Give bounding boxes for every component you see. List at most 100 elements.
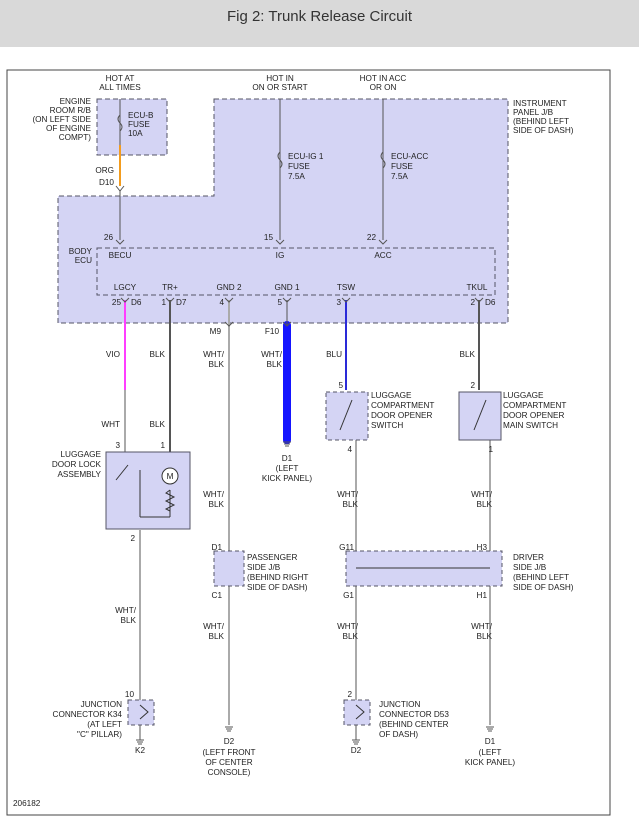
ground-d1-label: KICK PANEL) xyxy=(262,474,313,483)
motor-icon xyxy=(161,467,179,485)
pin-name: TKUL xyxy=(467,283,488,292)
pin-number: 22 xyxy=(367,233,377,242)
pin-number: H1 xyxy=(477,591,488,600)
fuse-ecu-ig-label: FUSE xyxy=(288,162,310,171)
pin-number: 3 xyxy=(336,298,341,307)
ground-d1-right-label: (LEFT xyxy=(479,748,502,757)
fuse-ecu-ig-label: ECU-IG 1 xyxy=(288,152,324,161)
junction-d53-marker xyxy=(355,704,365,720)
main-switch-label: MAIN SWITCH xyxy=(503,421,558,430)
door-opener-label: DOOR OPENER xyxy=(371,411,433,420)
hot-acc-label: OR ON xyxy=(370,83,397,92)
opener-switch-contact xyxy=(339,399,353,431)
junction-d53-label: (BEHIND CENTER xyxy=(379,720,449,729)
driver-jb-label: (BEHIND LEFT xyxy=(513,573,569,582)
ground-icon xyxy=(136,739,144,745)
luggage-lock-label: LUGGAGE xyxy=(61,450,102,459)
ground-d2-location: D2 xyxy=(224,737,235,746)
ground-icon xyxy=(225,726,233,732)
pin-number: G1 xyxy=(343,591,354,600)
engine-rb-label: COMPT) xyxy=(59,133,92,142)
fuse-ecu-ig-label: 7.5A xyxy=(288,172,305,181)
fuse-ecu-b-label: 10A xyxy=(128,129,143,138)
pin-name: GND 1 xyxy=(274,283,299,292)
wire-color-label: WHT/ xyxy=(471,490,493,499)
ground-icon xyxy=(486,726,494,732)
junction-k34-label: CONNECTOR K34 xyxy=(53,710,123,719)
figure-title: Fig 2: Trunk Release Circuit xyxy=(226,8,413,25)
junction-d53-label: JUNCTION xyxy=(379,700,420,709)
junction-d53-box xyxy=(343,699,371,726)
door-opener-label: LUGGAGE xyxy=(371,391,412,400)
wire-color-label: BLU xyxy=(326,350,342,359)
wire-color-label: BLK xyxy=(150,420,166,429)
driver-jb-label: SIDE J/B xyxy=(513,563,547,572)
connector-chevron xyxy=(120,297,130,303)
passenger-jb-label: (BEHIND RIGHT xyxy=(247,573,308,582)
lock-resistor xyxy=(164,489,176,512)
pin-number: 2 xyxy=(130,534,135,543)
pin-number: 1 xyxy=(160,441,165,450)
connector-chevron xyxy=(378,239,388,245)
hot-on-label: HOT IN xyxy=(266,74,294,83)
wire-color-label: WHT/ xyxy=(337,622,359,631)
motor-label: M xyxy=(167,472,174,481)
wire-color-label: BLK xyxy=(343,632,359,641)
pin-name: ACC xyxy=(374,251,391,260)
ground-k2-label: K2 xyxy=(135,746,145,755)
pin-number: 26 xyxy=(104,233,114,242)
fuse-ecu-b-label: ECU-B xyxy=(128,111,154,120)
passenger-jb-label: SIDE OF DASH) xyxy=(247,583,308,592)
pin-conn: D7 xyxy=(176,298,187,307)
pin-number: H3 xyxy=(477,543,488,552)
pin-name: LGCY xyxy=(114,283,137,292)
connector-chevron xyxy=(165,297,175,303)
pin-number: 2 xyxy=(347,690,352,699)
wire-org-label: ORG xyxy=(95,166,114,175)
ground-d1-label: (LEFT xyxy=(276,464,299,473)
instrument-jb-label: SIDE OF DASH) xyxy=(513,126,574,135)
junction-d53-label: CONNECTOR D53 xyxy=(379,710,449,719)
fuse-ecu-acc-symbol xyxy=(380,151,386,169)
body-ecu-box xyxy=(96,247,496,296)
ground-d2-location: OF CENTER xyxy=(205,758,252,767)
instrument-jb-label: (BEHIND LEFT xyxy=(513,117,569,126)
fuse-ecu-b-symbol xyxy=(117,114,123,132)
junction-k34-marker xyxy=(139,704,149,720)
wire-color-label: WHT/ xyxy=(203,350,225,359)
figure-id: 206182 xyxy=(13,799,41,808)
junction-k34-box xyxy=(127,699,155,726)
connector-f10-label: F10 xyxy=(265,327,280,336)
junction-d53-label: OF DASH) xyxy=(379,730,418,739)
ground-icon xyxy=(352,739,360,745)
fuse-ecu-b-label: FUSE xyxy=(128,120,150,129)
engine-rb-label: ENGINE xyxy=(60,97,92,106)
pin-name: TR+ xyxy=(162,283,178,292)
passenger-jb-label: SIDE J/B xyxy=(247,563,281,572)
body-ecu-label: ECU xyxy=(75,256,92,265)
junction-k34-label: "C" PILLAR) xyxy=(77,730,122,739)
wire-color-label: BLK xyxy=(460,350,476,359)
body-ecu-label: BODY xyxy=(69,247,93,256)
pin-number: 15 xyxy=(264,233,274,242)
ground-d2-location: (LEFT FRONT xyxy=(202,748,255,757)
connector-chevron xyxy=(275,239,285,245)
hot-acc-label: HOT IN ACC xyxy=(360,74,407,83)
pin-number: 5 xyxy=(338,381,343,390)
main-switch-label: COMPARTMENT xyxy=(503,401,566,410)
wire-color-label: WHT/ xyxy=(471,622,493,631)
pin-number: C1 xyxy=(212,591,223,600)
connector-chevron xyxy=(282,297,292,303)
wire-color-label: WHT/ xyxy=(337,490,359,499)
wire-color-label: BLK xyxy=(209,632,225,641)
door-opener-label: SWITCH xyxy=(371,421,403,430)
pin-number: 2 xyxy=(470,298,475,307)
hot-on-label: ON OR START xyxy=(252,83,307,92)
pin-name: GND 2 xyxy=(216,283,241,292)
pin-name: BECU xyxy=(109,251,132,260)
engine-rb-label: (ON LEFT SIDE xyxy=(32,115,91,124)
ground-d2-location: CONSOLE) xyxy=(208,768,251,777)
pin-name: TSW xyxy=(337,283,355,292)
connector-chevron xyxy=(474,297,484,303)
